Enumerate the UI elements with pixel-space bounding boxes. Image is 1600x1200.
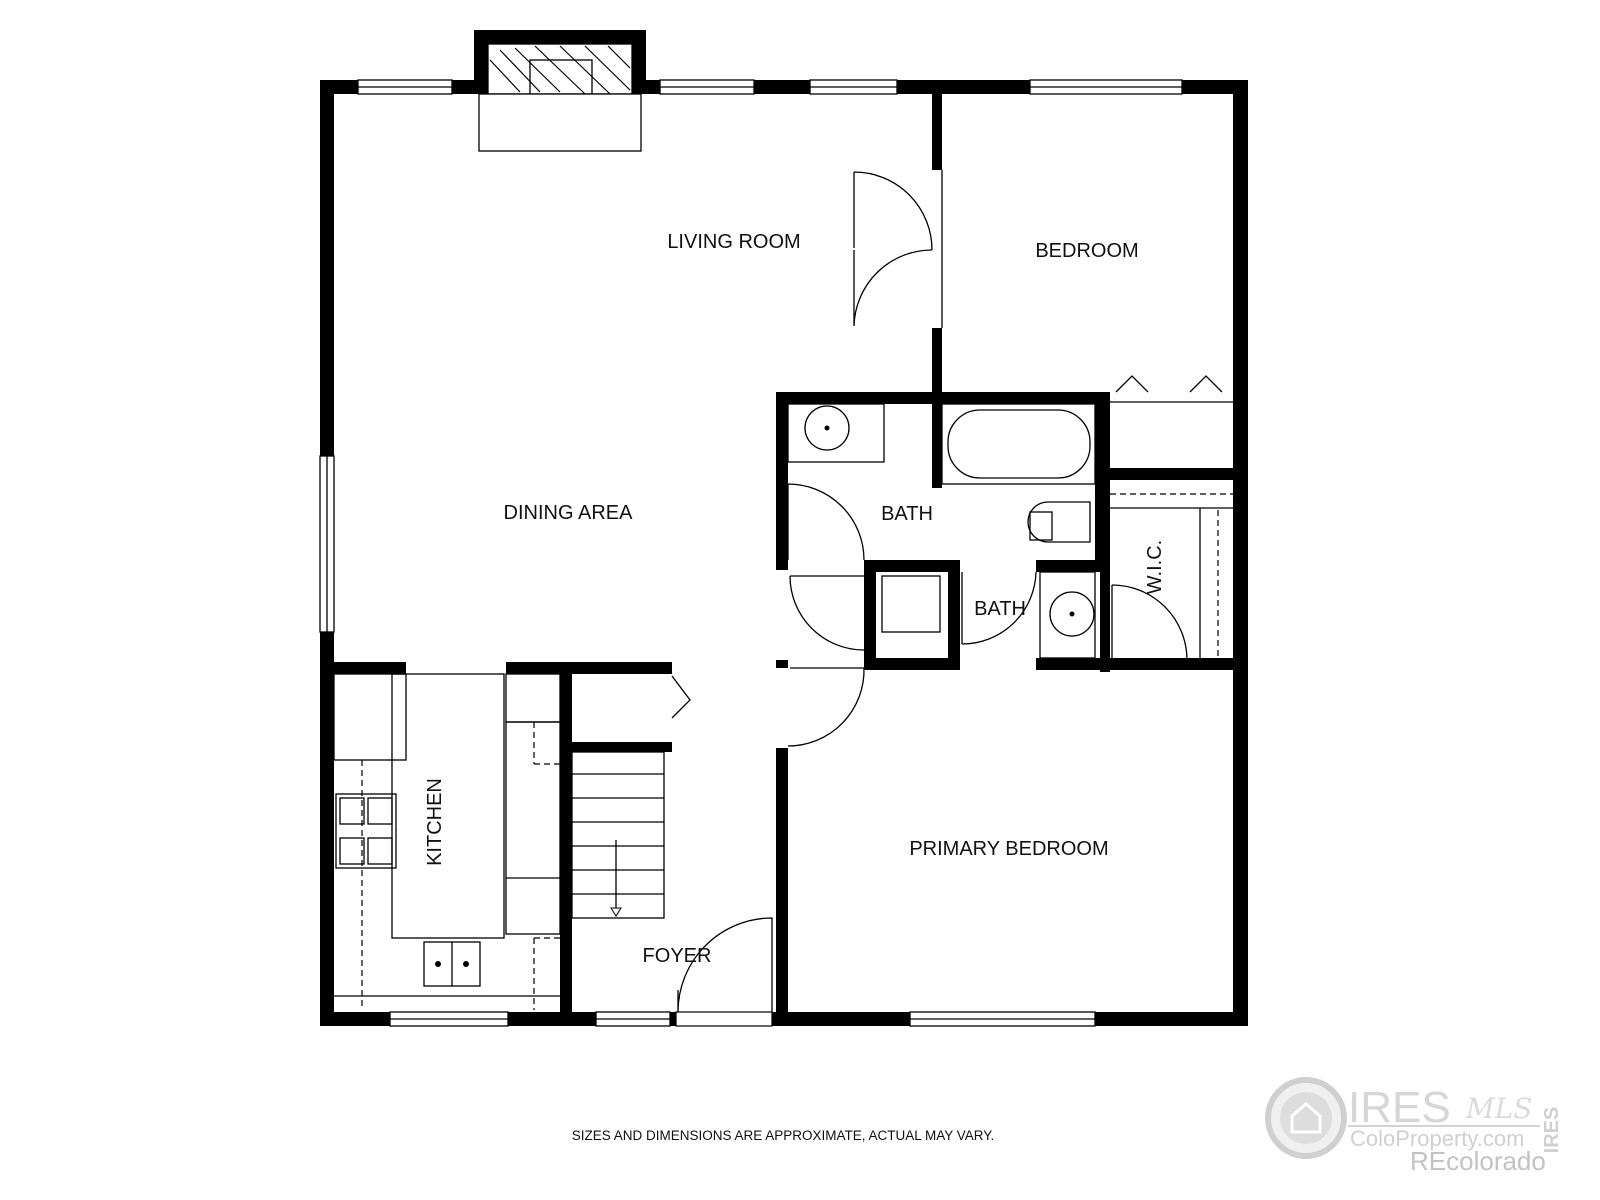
windows bbox=[319, 79, 1183, 1027]
label-living-room: LIVING ROOM bbox=[667, 231, 800, 253]
fixtures bbox=[333, 403, 1233, 1010]
house-icon bbox=[1290, 1102, 1322, 1134]
ires-watermark-logo: IRES MLS ColoProperty.com REcolorado IRE… bbox=[1265, 1077, 1563, 1176]
stairs bbox=[571, 751, 665, 919]
disclaimer: SIZES AND DIMENSIONS ARE APPROXIMATE, AC… bbox=[572, 1128, 995, 1143]
interior-walls bbox=[320, 94, 1233, 1012]
fireplace bbox=[474, 30, 646, 152]
svg-text:MLS: MLS bbox=[1465, 1092, 1532, 1125]
label-bath-half: BATH bbox=[974, 598, 1026, 620]
label-dining-area: DINING AREA bbox=[504, 502, 634, 524]
doors bbox=[671, 170, 1233, 1013]
label-bedroom: BEDROOM bbox=[1035, 240, 1138, 262]
label-wic: W.I.C. bbox=[1144, 540, 1166, 594]
label-foyer: FOYER bbox=[643, 945, 712, 967]
label-kitchen: KITCHEN bbox=[424, 778, 446, 866]
svg-text:IRES: IRES bbox=[1348, 1083, 1451, 1132]
svg-text:ColoProperty.com: ColoProperty.com bbox=[1350, 1126, 1524, 1151]
svg-text:IRES: IRES bbox=[1541, 1107, 1563, 1154]
svg-text:REcolorado: REcolorado bbox=[1410, 1146, 1546, 1176]
label-primary-bedroom: PRIMARY BEDROOM bbox=[909, 838, 1108, 860]
label-bath-main: BATH bbox=[881, 503, 933, 525]
